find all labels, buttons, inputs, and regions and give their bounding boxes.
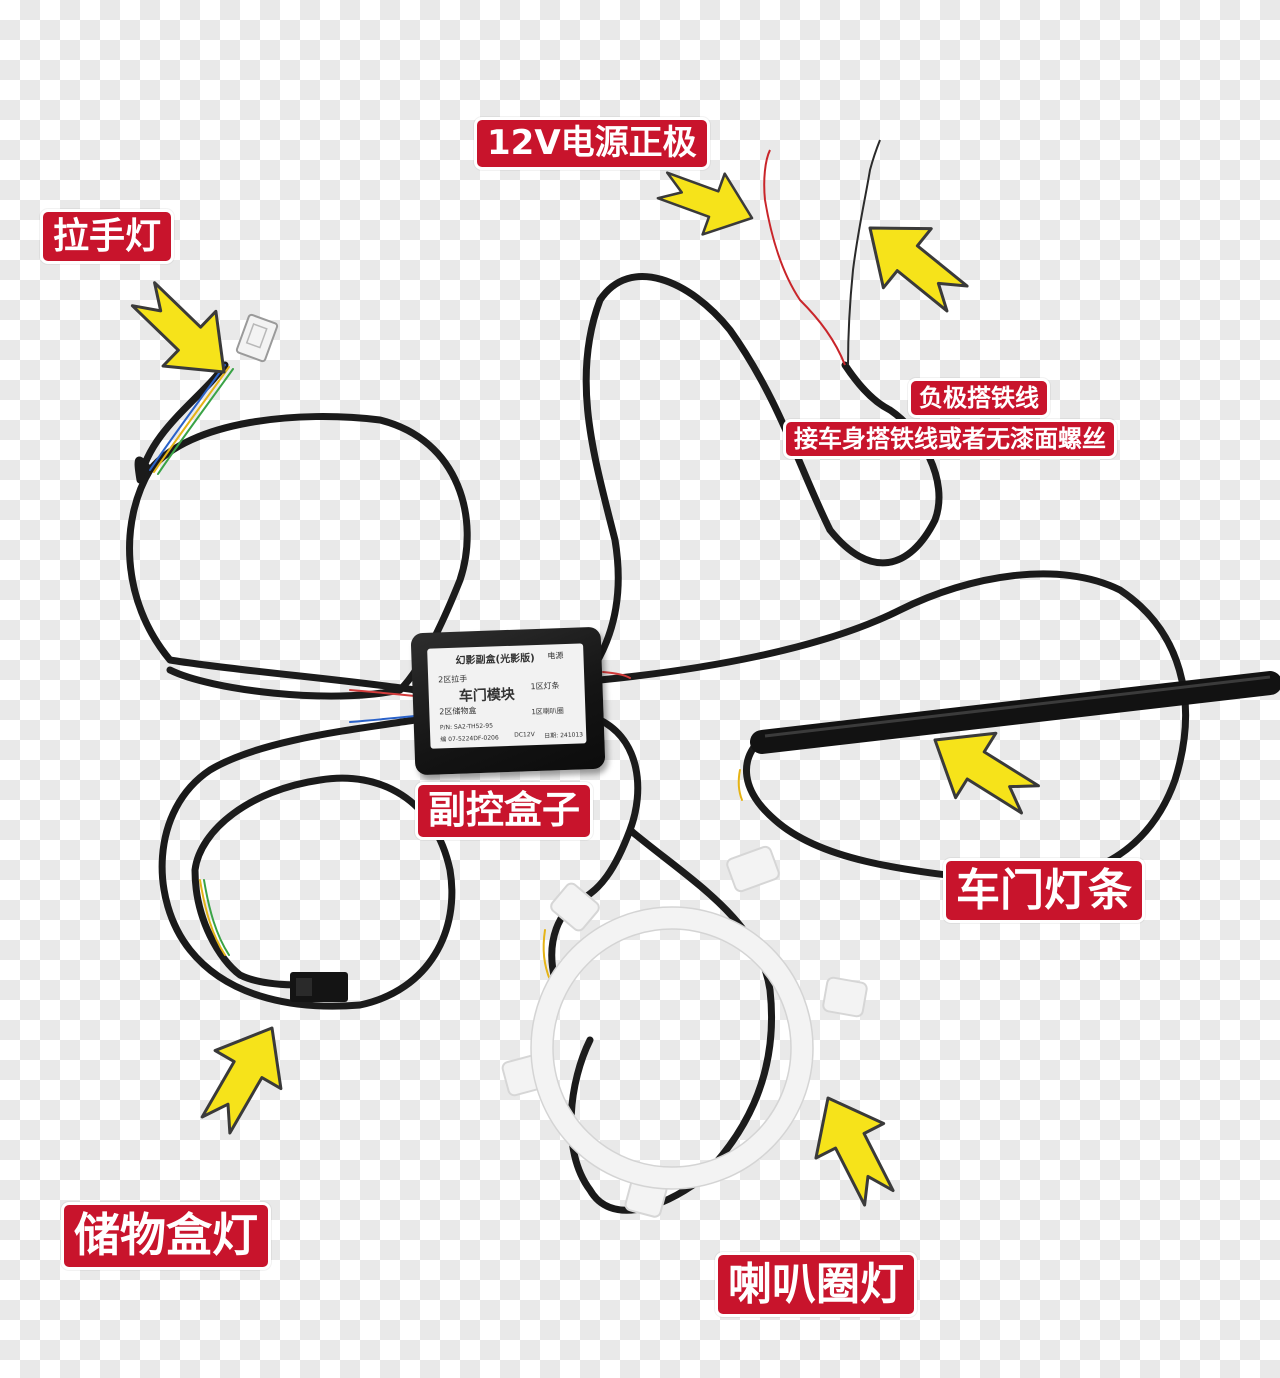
arrow-glovebox-icon	[200, 1026, 283, 1135]
module-part-number: P/N: SA2-TH52-95	[439, 722, 494, 732]
label-power-positive: 12V电源正极	[474, 117, 710, 170]
module-title: 幻影副盒(光影版)	[455, 653, 535, 667]
arrow-strip-icon	[933, 731, 1040, 815]
arrow-handle-icon	[130, 281, 226, 374]
sub-control-module: 幻影副盒(光影版) 电源 2区拉手 1区灯条 车门模块 2区储物盒 1区喇叭圈 …	[410, 626, 606, 776]
module-label-plate: 幻影副盒(光影版) 电源 2区拉手 1区灯条 车门模块 2区储物盒 1区喇叭圈 …	[427, 643, 587, 749]
label-ground-wire: 负极搭铁线	[908, 378, 1050, 418]
handle-sub-wire-yellow	[153, 366, 230, 473]
module-zone1-ring: 1区喇叭圈	[531, 707, 564, 717]
module-power-port: 电源	[547, 651, 564, 661]
glovebox-sub-wire-green	[203, 879, 230, 956]
handle-light-cable	[126, 413, 471, 700]
glovebox-connector	[290, 972, 348, 1002]
power-cable	[582, 273, 943, 669]
label-speaker-ring: 喇叭圈灯	[715, 1252, 917, 1317]
label-door-strip: 车门灯条	[943, 858, 1145, 923]
ring-sub-wire-yellow	[542, 929, 551, 981]
module-sub-wire-blue	[349, 715, 416, 723]
module-sub-wire-red	[349, 689, 416, 697]
handle-light-tail	[134, 361, 229, 484]
speaker-ring	[501, 845, 868, 1218]
door-strip-cable	[596, 570, 1189, 885]
module-voltage: DC12V	[514, 731, 535, 739]
glovebox-sub-wire-yellow	[199, 879, 226, 956]
module-main-label: 车门模块	[458, 686, 516, 705]
door-light-strip	[750, 671, 1280, 754]
strip-sub-wire-yellow	[737, 769, 743, 801]
module-code: 编 07-5224DF-0206	[440, 734, 499, 744]
label-glovebox-light: 储物盒灯	[61, 1202, 271, 1270]
module-zone2-glovebox: 2区储物盒	[439, 706, 477, 717]
handle-sub-wire-green	[157, 368, 234, 475]
module-zone2-handle: 2区拉手	[438, 674, 468, 685]
arrow-ring-icon	[814, 1096, 895, 1207]
positive-wire	[763, 149, 846, 366]
label-sub-control-box: 副控盒子	[415, 782, 594, 840]
label-ground-note: 接车身搭铁线或者无漆面螺丝	[783, 419, 1117, 459]
arrow-ground-icon	[868, 226, 969, 313]
arrow-power-icon	[656, 171, 754, 236]
handle-sub-wire-blue	[149, 364, 226, 471]
ground-wire	[847, 139, 881, 366]
module-date: 日期: 241013	[544, 731, 584, 740]
handle-connector	[235, 313, 279, 363]
label-handle-light: 拉手灯	[40, 209, 175, 264]
glovebox-cable	[158, 716, 456, 1010]
power-sub-wire-red	[602, 671, 631, 679]
module-zone1-strip: 1区灯条	[530, 681, 560, 692]
